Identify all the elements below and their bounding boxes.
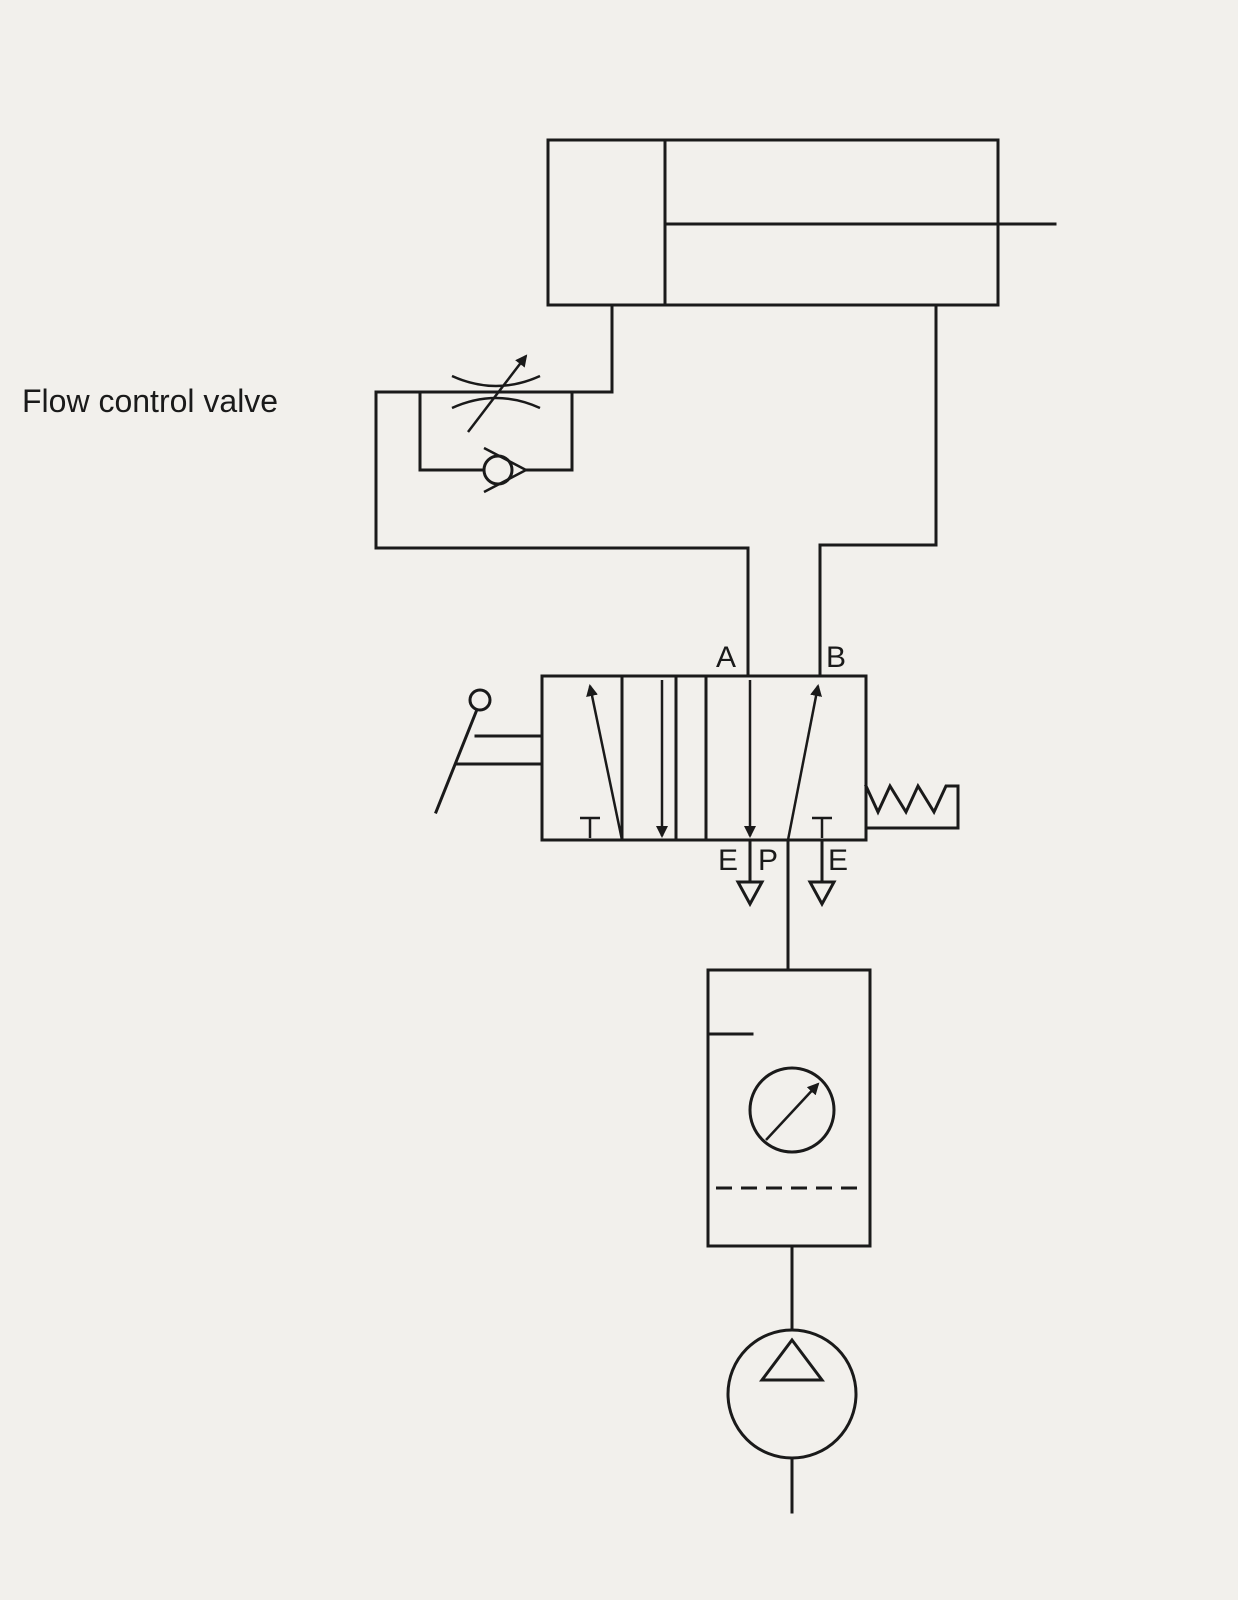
valve-body: [540, 674, 868, 842]
exhaust-ports: [735, 838, 837, 908]
right-envelope-up-arrow-icon: [786, 684, 822, 841]
frl-unit: [706, 968, 872, 1248]
flow-control-valve: [374, 303, 750, 678]
port-e-left-label: E: [718, 844, 738, 877]
compressor-triangle-icon: [759, 1337, 825, 1382]
double-acting-cylinder: [546, 138, 1057, 307]
gauge-needle-icon: [765, 1082, 820, 1141]
compressor: [726, 1328, 858, 1514]
throttle-upper-arc: [451, 374, 541, 388]
right-envelope-blocked-port: [812, 816, 832, 838]
exhaust-left-icon: [735, 880, 765, 908]
spring-return-icon: [864, 782, 960, 830]
port-a-label: A: [716, 641, 736, 674]
line-to-port-b: [818, 303, 938, 678]
cylinder-port-a-line: [570, 303, 614, 394]
lever-knob-icon: [468, 688, 492, 712]
directional-control-valve: [540, 674, 960, 842]
left-envelope-blocked-port: [580, 816, 600, 838]
line-to-port-a: [374, 390, 750, 678]
throttle-lower-arc: [451, 396, 541, 410]
check-valve-seat: [483, 446, 529, 494]
exhaust-right-icon: [807, 880, 837, 908]
frl-body: [706, 968, 872, 1248]
lever-actuator: [434, 688, 544, 814]
port-p-label: P: [758, 844, 778, 877]
lever-arm: [434, 710, 478, 814]
port-e-right-label: E: [828, 844, 848, 877]
flow-control-valve-label: Flow control valve: [22, 383, 278, 419]
left-envelope-arrow-icon: [586, 684, 624, 841]
pressure-gauge-icon: [748, 1066, 836, 1154]
port-b-label: B: [826, 641, 846, 674]
adjustable-arrow-icon: [467, 354, 528, 433]
compressor-circle-icon: [726, 1328, 858, 1460]
